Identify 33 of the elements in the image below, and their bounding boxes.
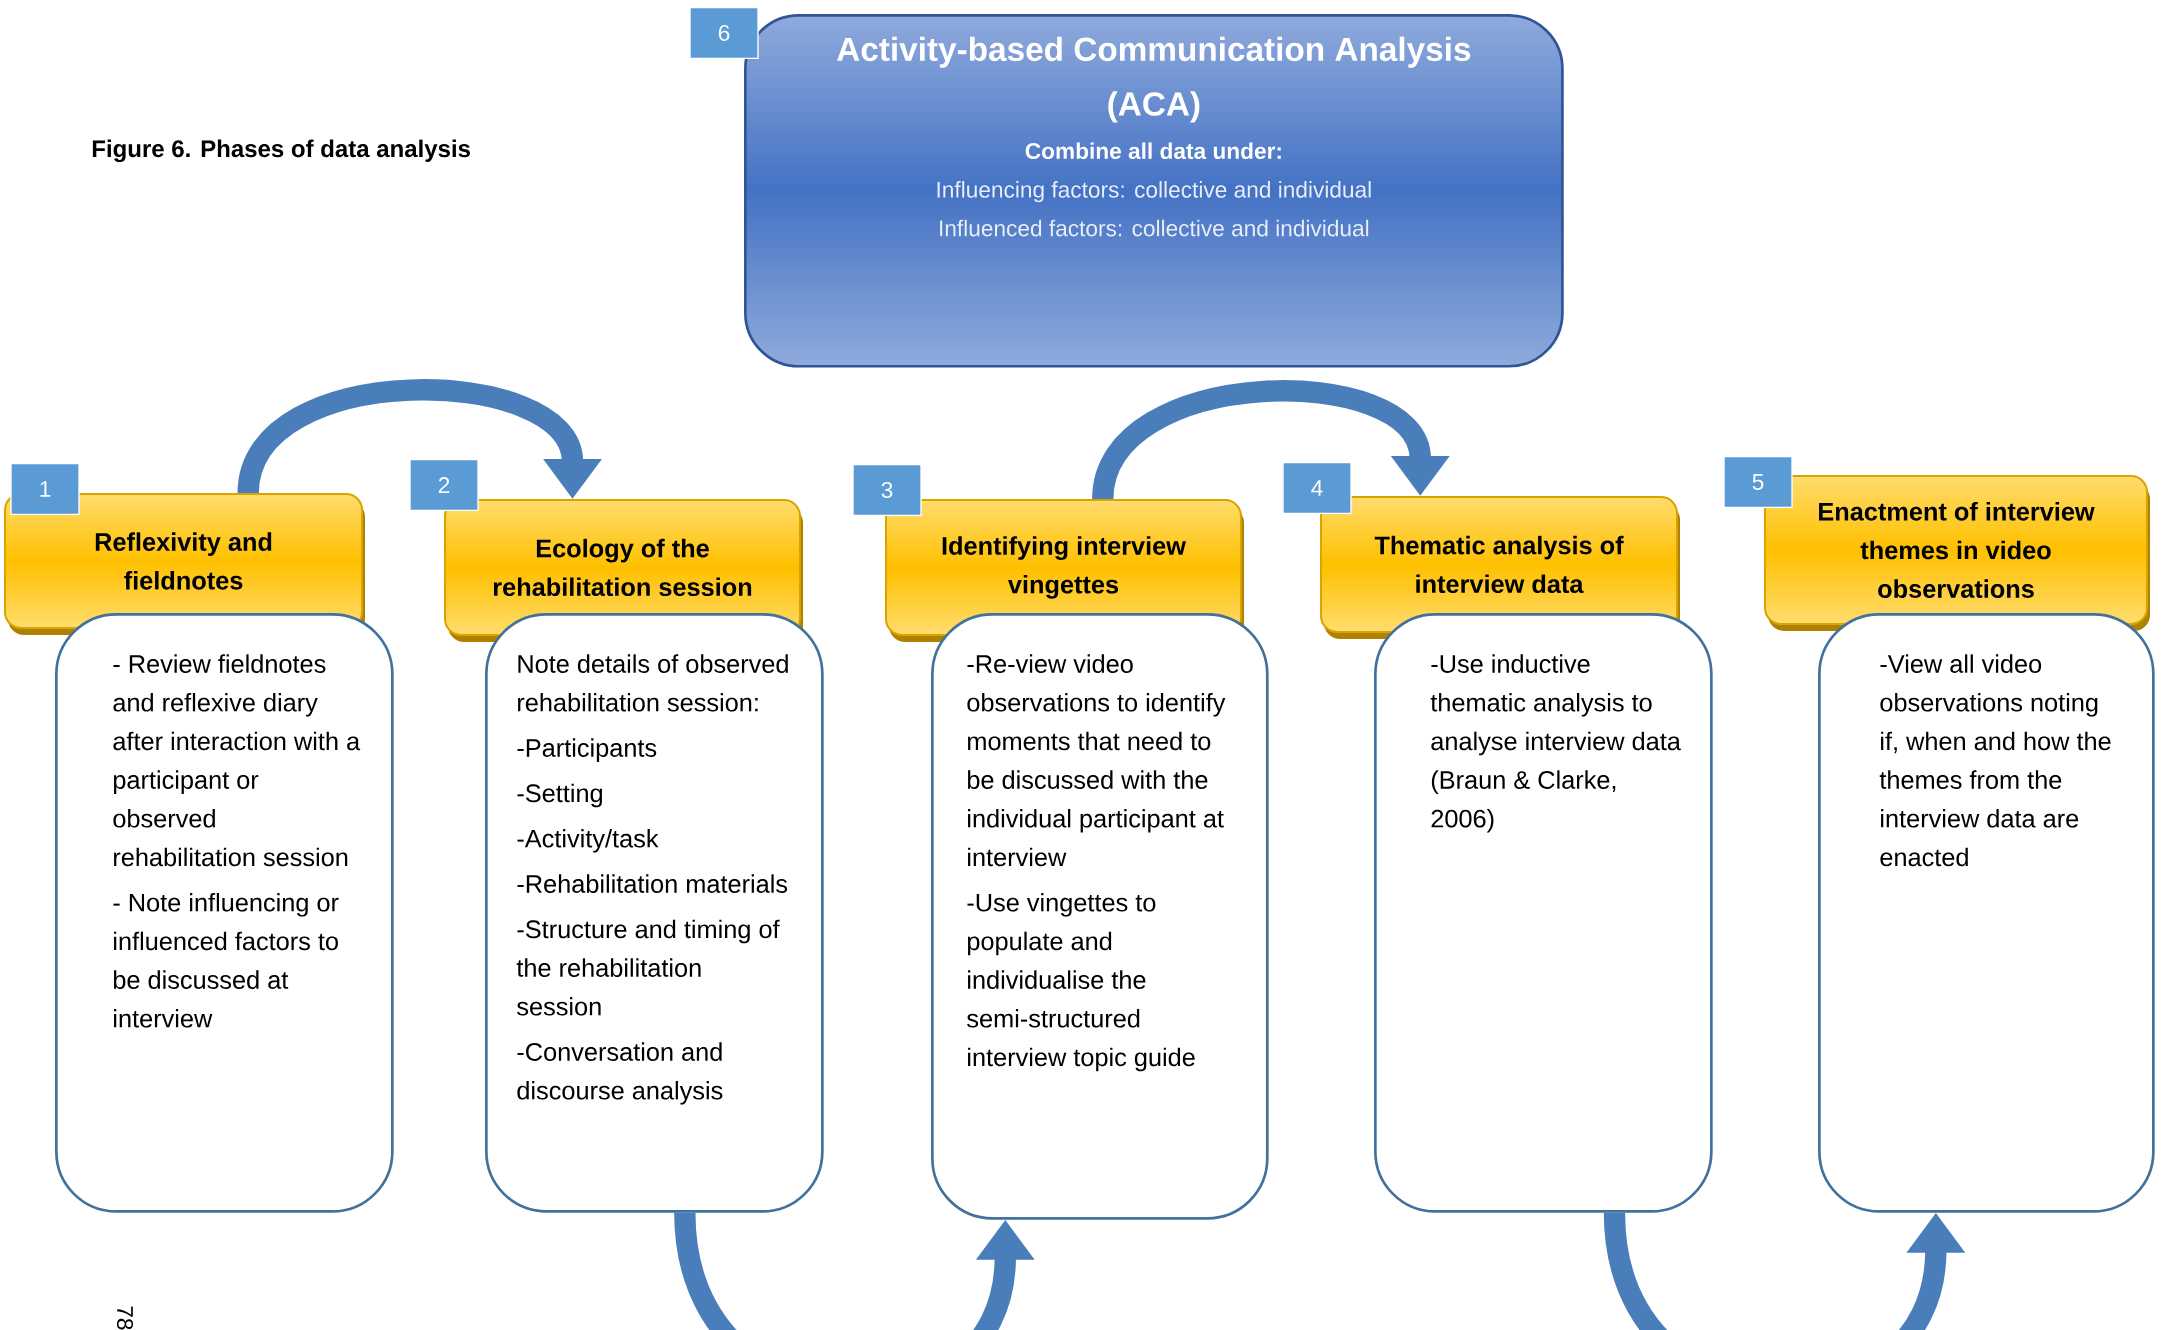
card-text: -Re-view video observations to identify moments that need to be discussed with the individual participant at interview <box>967 654 1226 867</box>
figure-title: Figure 6. Phases of data analysis <box>92 139 470 163</box>
page-number: 78 <box>117 1306 134 1330</box>
card-text: -Setting <box>517 783 602 808</box>
number-badge: 4 <box>1282 462 1352 514</box>
number-badge: 5 <box>1723 456 1793 508</box>
card-text: -Rehabilitation materials <box>517 874 788 893</box>
box-text: Influencing factors: collective and individual <box>937 181 1371 203</box>
card-text: -View all video observations noting if, when and how the themes from the interview data are enacted <box>1879 654 2111 867</box>
phase-card <box>931 613 1269 1220</box>
phase-card <box>55 613 394 1213</box>
card-text: - Note influencing or influenced factors to be discussed at interview <box>113 893 339 1028</box>
box-heading: Activity-based Communication Analysis (ACA) <box>837 36 1471 123</box>
number-badge: 2 <box>409 459 479 511</box>
curved-arrow <box>1092 380 1450 502</box>
card-text: -Use inductive thematic analysis to analyse interview data (Braun & Clarke, 2006) <box>1430 654 1681 833</box>
number-badge: 1 <box>10 463 80 515</box>
card-text: -Structure and timing of the rehabilitation session <box>516 919 780 1016</box>
card-text: -Conversation and discourse analysis <box>517 1042 723 1105</box>
card-text: -Use vingettes to populate and individualise the semi-structured interview topic guide <box>967 893 1195 1072</box>
phase-header: Enactment of interview themes in video observations <box>1764 475 2150 631</box>
phase-card <box>1374 613 1713 1213</box>
card-text: -Participants <box>517 738 657 762</box>
phase-card <box>1818 613 2155 1213</box>
box-subheading: Combine all data under: <box>1025 142 1281 160</box>
number-badge: 6 <box>689 7 759 59</box>
card-text: -Activity/task <box>517 829 659 853</box>
box-text: Influenced factors: collective and individual <box>940 219 1369 237</box>
number-badge: 3 <box>852 464 922 516</box>
phase-card <box>485 613 824 1213</box>
card-text: - Review fieldnotes and reflexive diary after interaction with a participant or observed rehabilitation session <box>113 654 361 867</box>
card-text: Note details of observed rehabilitation session: <box>518 654 788 712</box>
analysis-box <box>744 14 1564 368</box>
